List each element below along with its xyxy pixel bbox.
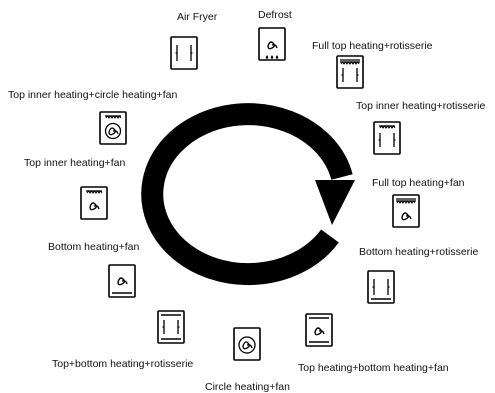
bottom-heating-rotisserie-icon <box>367 270 395 304</box>
label-top-inner-heating-rotisserie: Top inner heating+rotisserie <box>356 100 486 112</box>
label-air-fryer: Air Fryer <box>177 11 218 23</box>
bottom-heating-fan-icon <box>108 264 136 298</box>
air-fryer-icon <box>170 36 198 70</box>
full-top-heating-rotisserie-icon <box>336 55 364 89</box>
label-defrost: Defrost <box>258 9 292 21</box>
circle-heating-fan-icon <box>233 327 261 361</box>
top-bottom-heating-fan-icon <box>305 313 333 347</box>
cycle-arrow-head <box>315 180 355 225</box>
label-top-inner-heating-fan: Top inner heating+fan <box>24 157 126 169</box>
top-inner-heating-rotisserie-icon <box>373 121 401 155</box>
label-full-top-heating-fan: Full top heating+fan <box>372 177 465 189</box>
label-top-inner-heating-circle-heating-fan: Top inner heating+circle heating+fan <box>8 89 178 101</box>
top-inner-heating-fan-icon <box>80 186 108 220</box>
cycle-arrow-arc <box>141 103 353 286</box>
label-full-top-heating-rotisserie: Full top heating+rotisserie <box>312 40 433 52</box>
defrost-icon <box>258 27 286 61</box>
label-top-heating-bottom-heating-fan: Top heating+bottom heating+fan <box>298 362 449 374</box>
label-bottom-heating-rotisserie: Bottom heating+rotisserie <box>359 246 479 258</box>
top-inner-circle-heating-fan-icon <box>99 111 127 145</box>
label-bottom-heating-fan: Bottom heating+fan <box>48 241 140 253</box>
top-bottom-heating-rotisserie-icon <box>157 310 185 344</box>
full-top-heating-fan-icon <box>392 194 420 228</box>
label-top-bottom-heating-rotisserie: Top+bottom heating+rotisserie <box>52 358 194 370</box>
label-circle-heating-fan: Circle heating+fan <box>205 381 290 393</box>
